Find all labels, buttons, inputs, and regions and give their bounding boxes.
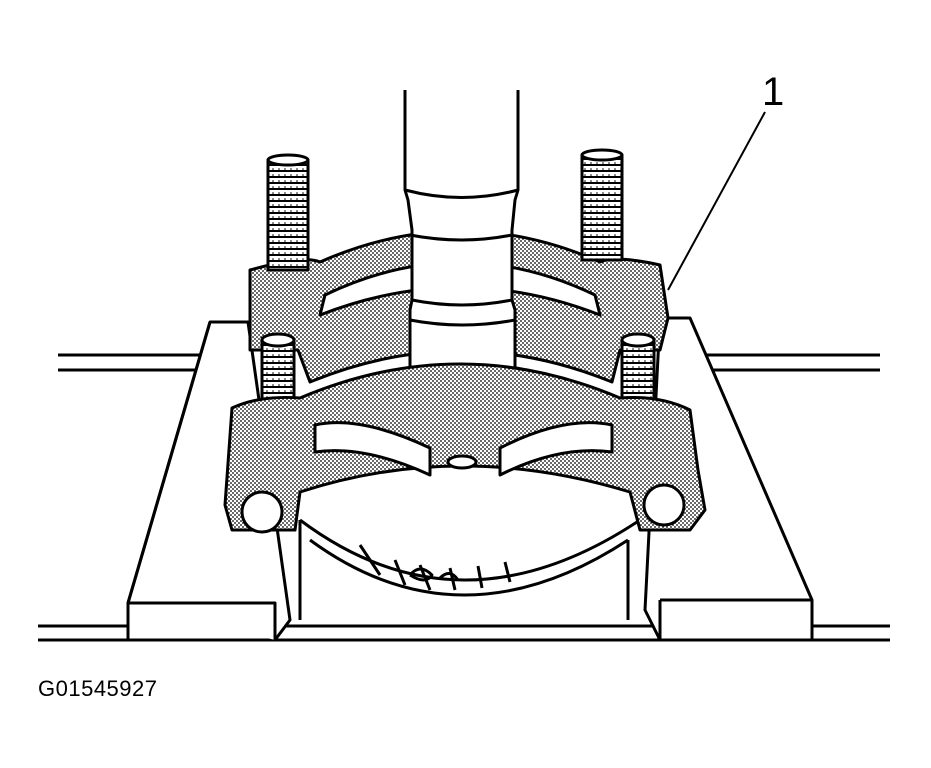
- gear-assembly: [298, 518, 641, 620]
- callout-label: 1: [762, 70, 785, 114]
- press-ram: [392, 90, 532, 396]
- press-rails: [38, 353, 890, 642]
- right-support-plate: [643, 316, 814, 642]
- figure-id: G01545927: [38, 676, 158, 701]
- puller-lower-bar: [223, 362, 707, 534]
- upper-threaded-rods: [266, 148, 624, 272]
- callout-leader-line: [667, 111, 766, 291]
